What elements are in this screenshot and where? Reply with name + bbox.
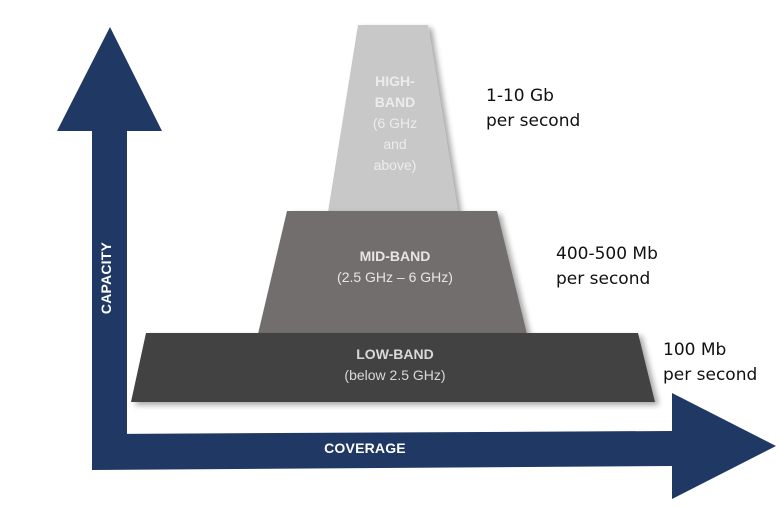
coverage-axis-label: COVERAGE xyxy=(318,440,412,456)
mid-band-title: MID-BAND xyxy=(359,248,431,264)
high-band-shape xyxy=(328,25,458,212)
high-band-title-2: BAND xyxy=(374,94,416,110)
low-band-speed-value: 100 Mb xyxy=(663,340,727,360)
low-band-shape xyxy=(131,333,655,402)
low-band-label: LOW-BAND (below 2.5 GHz) xyxy=(300,344,490,386)
mid-band-speed-value: 400-500 Mb xyxy=(556,244,658,264)
high-band-speed-unit: per second xyxy=(486,111,581,131)
high-band-label: HIGH- BAND (6 GHz and above) xyxy=(355,71,435,176)
low-band-speed: 100 Mb per second xyxy=(663,338,757,388)
low-band-range: (below 2.5 GHz) xyxy=(344,367,446,383)
high-band-range-2: and xyxy=(383,136,407,152)
capacity-axis-label: CAPACITY xyxy=(98,238,114,318)
low-band-title: LOW-BAND xyxy=(356,346,434,362)
high-band-range-3: above) xyxy=(373,157,417,173)
high-band-range-1: (6 GHz xyxy=(372,115,418,131)
high-band-speed: 1-10 Gb per second xyxy=(486,84,580,134)
capacity-label-text: CAPACITY xyxy=(98,241,114,315)
high-band-speed-value: 1-10 Gb xyxy=(486,86,554,106)
mid-band-label: MID-BAND (2.5 GHz – 6 GHz) xyxy=(300,246,490,288)
mid-band-shape xyxy=(258,211,527,334)
coverage-axis-arrow xyxy=(92,393,776,499)
mid-band-speed: 400-500 Mb per second xyxy=(556,242,658,292)
coverage-label-text: COVERAGE xyxy=(324,440,406,456)
high-band-title-1: HIGH- xyxy=(375,73,415,89)
mid-band-speed-unit: per second xyxy=(556,269,651,289)
capacity-axis-arrow xyxy=(57,27,162,470)
mid-band-range: (2.5 GHz – 6 GHz) xyxy=(337,269,453,285)
low-band-speed-unit: per second xyxy=(663,365,758,385)
